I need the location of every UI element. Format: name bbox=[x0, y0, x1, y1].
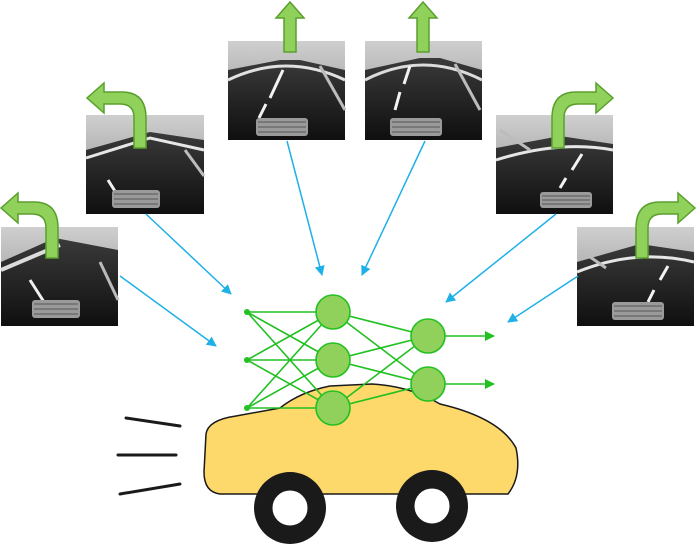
arrow-turn-right-icon bbox=[551, 81, 615, 149]
connector-arrow bbox=[145, 213, 232, 295]
arrow-turn-left-icon bbox=[85, 81, 147, 149]
input-node bbox=[244, 357, 250, 363]
arrow-up-icon bbox=[274, 0, 306, 53]
network-edge bbox=[246, 311, 334, 409]
output-node bbox=[410, 366, 446, 402]
input-node bbox=[244, 405, 250, 411]
camera-image-straight-1 bbox=[227, 41, 347, 140]
network-edge bbox=[332, 335, 429, 409]
car-wheel-rear bbox=[254, 472, 326, 544]
connector-arrow bbox=[119, 275, 217, 347]
camera-image-straight-2 bbox=[364, 41, 483, 140]
arrow-up-icon bbox=[407, 0, 439, 53]
neural-network bbox=[244, 294, 495, 426]
connector-arrow bbox=[286, 140, 325, 276]
camera-image-left-far bbox=[0, 227, 120, 326]
image-connector-arrows bbox=[119, 140, 579, 347]
connector-arrow bbox=[507, 275, 579, 323]
connector-arrow bbox=[361, 140, 426, 276]
hidden-node bbox=[315, 342, 351, 378]
output-node bbox=[410, 318, 446, 354]
hidden-node bbox=[315, 294, 351, 330]
hidden-node bbox=[315, 390, 351, 426]
speed-lines bbox=[116, 416, 182, 496]
connector-arrow bbox=[445, 213, 557, 303]
camera-image-right-mid bbox=[495, 115, 614, 214]
arrow-turn-left-icon bbox=[0, 191, 59, 259]
arrow-turn-right-icon bbox=[635, 191, 697, 259]
car-wheel-front bbox=[396, 470, 468, 542]
camera-image-left-mid bbox=[85, 115, 206, 214]
input-node bbox=[244, 309, 250, 315]
car-icon bbox=[203, 383, 519, 544]
